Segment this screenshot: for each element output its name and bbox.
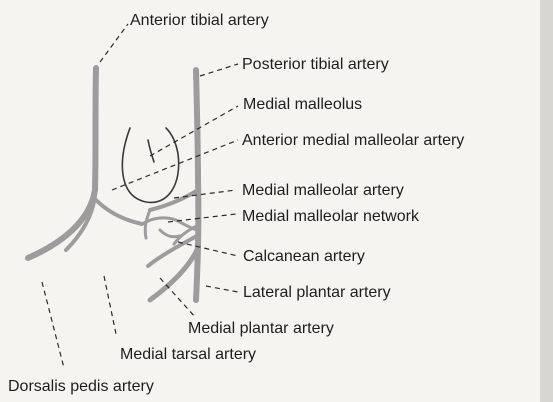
leader-medial-malleolus (150, 106, 238, 156)
leader-lateral-plantar (206, 286, 238, 292)
leader-dorsalis-pedis (42, 282, 64, 368)
posterior-tibial-vessel (196, 70, 198, 300)
medial-malleolus-label: Medial malleolus (243, 96, 362, 114)
calcanean-artery-label: Calcanean artery (243, 248, 365, 266)
leader-anterior-medial-malleolar (112, 140, 238, 190)
leader-medial-tarsal (104, 276, 116, 334)
anterior-tibial-artery-label: Anterior tibial artery (130, 12, 269, 30)
malleolus-inner-mark (148, 140, 154, 162)
anterior-medial-malleolar-artery-label: Anterior medial malleolar artery (242, 132, 464, 150)
malleolar-network-vessel-2 (145, 210, 150, 238)
anterior-tibial-vessel (28, 68, 96, 258)
page-edge-shading (540, 0, 553, 402)
dorsalis-pedis-artery-label: Dorsalis pedis artery (8, 378, 154, 396)
medial-malleolus-outline (122, 128, 178, 202)
malleolar-network-vessel-3 (160, 230, 180, 237)
medial-tarsal-artery-label: Medial tarsal artery (120, 346, 256, 364)
leader-posterior-tibial (200, 64, 238, 76)
anterior-medial-malleolar-vessel (96, 200, 142, 224)
medial-malleolar-artery-label: Medial malleolar artery (242, 182, 404, 200)
leader-medial-malleolar-artery (174, 190, 236, 198)
posterior-tibial-artery-label: Posterior tibial artery (242, 56, 389, 74)
leader-calcanean (178, 242, 238, 256)
medial-malleolar-vessel (150, 190, 198, 210)
leader-anterior-tibial (100, 24, 128, 62)
leader-medial-plantar (160, 278, 196, 318)
leader-medial-malleolar-network (168, 214, 236, 222)
medial-plantar-artery-label: Medial plantar artery (188, 320, 334, 338)
medial-malleolar-network-label: Medial malleolar network (242, 208, 419, 226)
lateral-plantar-artery-label: Lateral plantar artery (243, 284, 391, 302)
